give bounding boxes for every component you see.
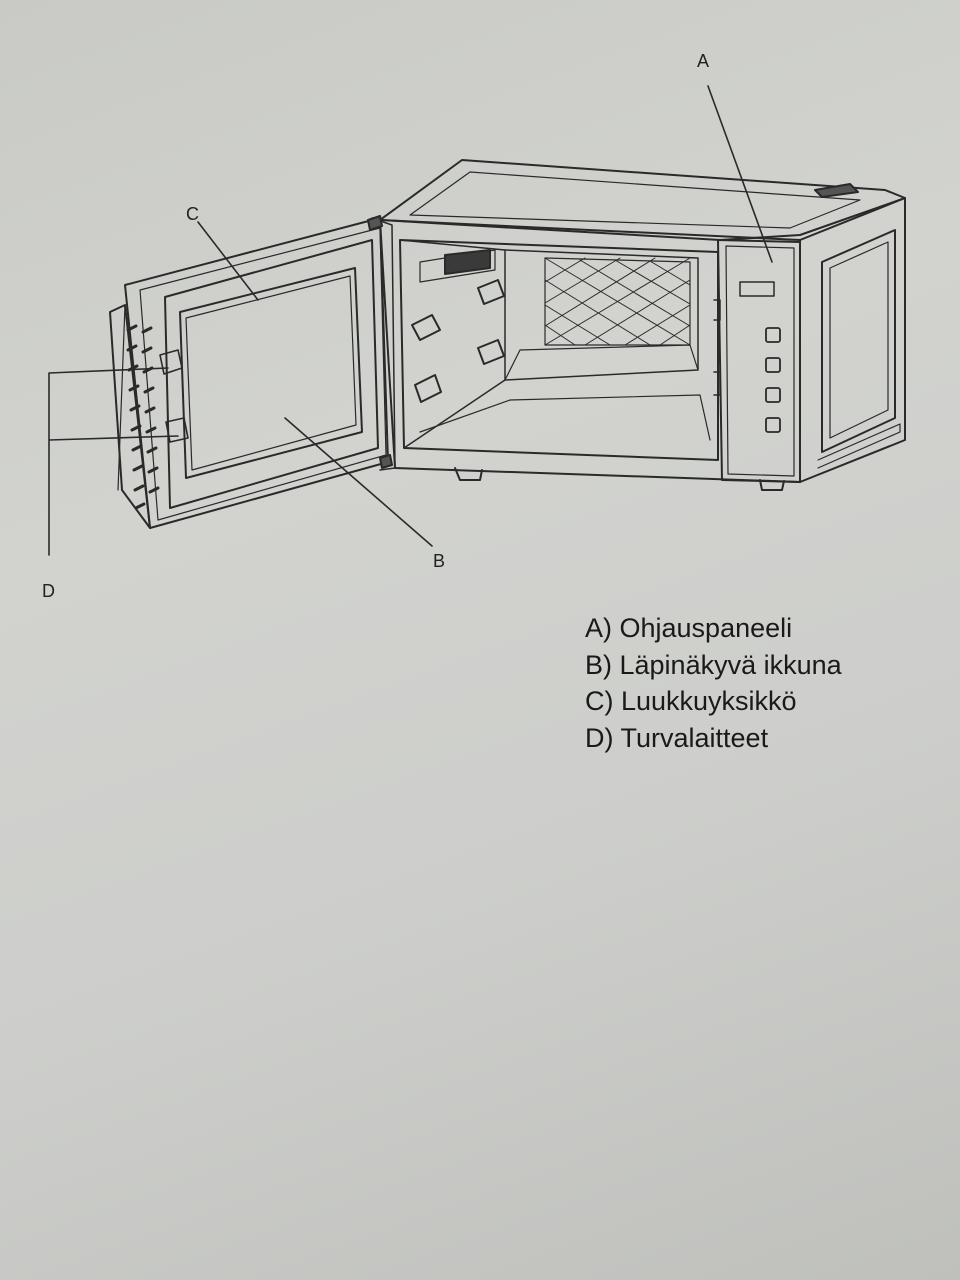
leader-line-a [707,85,773,263]
callout-d: D [42,581,55,601]
leader-line-b [284,417,433,547]
legend-item-d: D) Turvalaitteet [585,722,769,753]
callout-b: B [433,551,446,571]
control-panel [713,239,801,483]
oven-cavity [399,239,719,461]
leader-line-d [48,367,179,556]
microwave-body [379,159,906,491]
leader-line-c [197,221,259,301]
legend-item-a: A) Ohjauspaneeli [585,613,793,643]
door-unit [109,215,396,529]
legend-item-c: C) Luukkuyksikkö [585,686,797,716]
callout-c: C [186,204,199,224]
callout-a: A [697,51,710,71]
legend-item-b: B) Läpinäkyvä ikkuna [585,649,842,680]
leader-lines [48,85,773,556]
legend-list: A) Ohjauspaneeli B) Läpinäkyvä ikkuna C)… [585,610,842,756]
